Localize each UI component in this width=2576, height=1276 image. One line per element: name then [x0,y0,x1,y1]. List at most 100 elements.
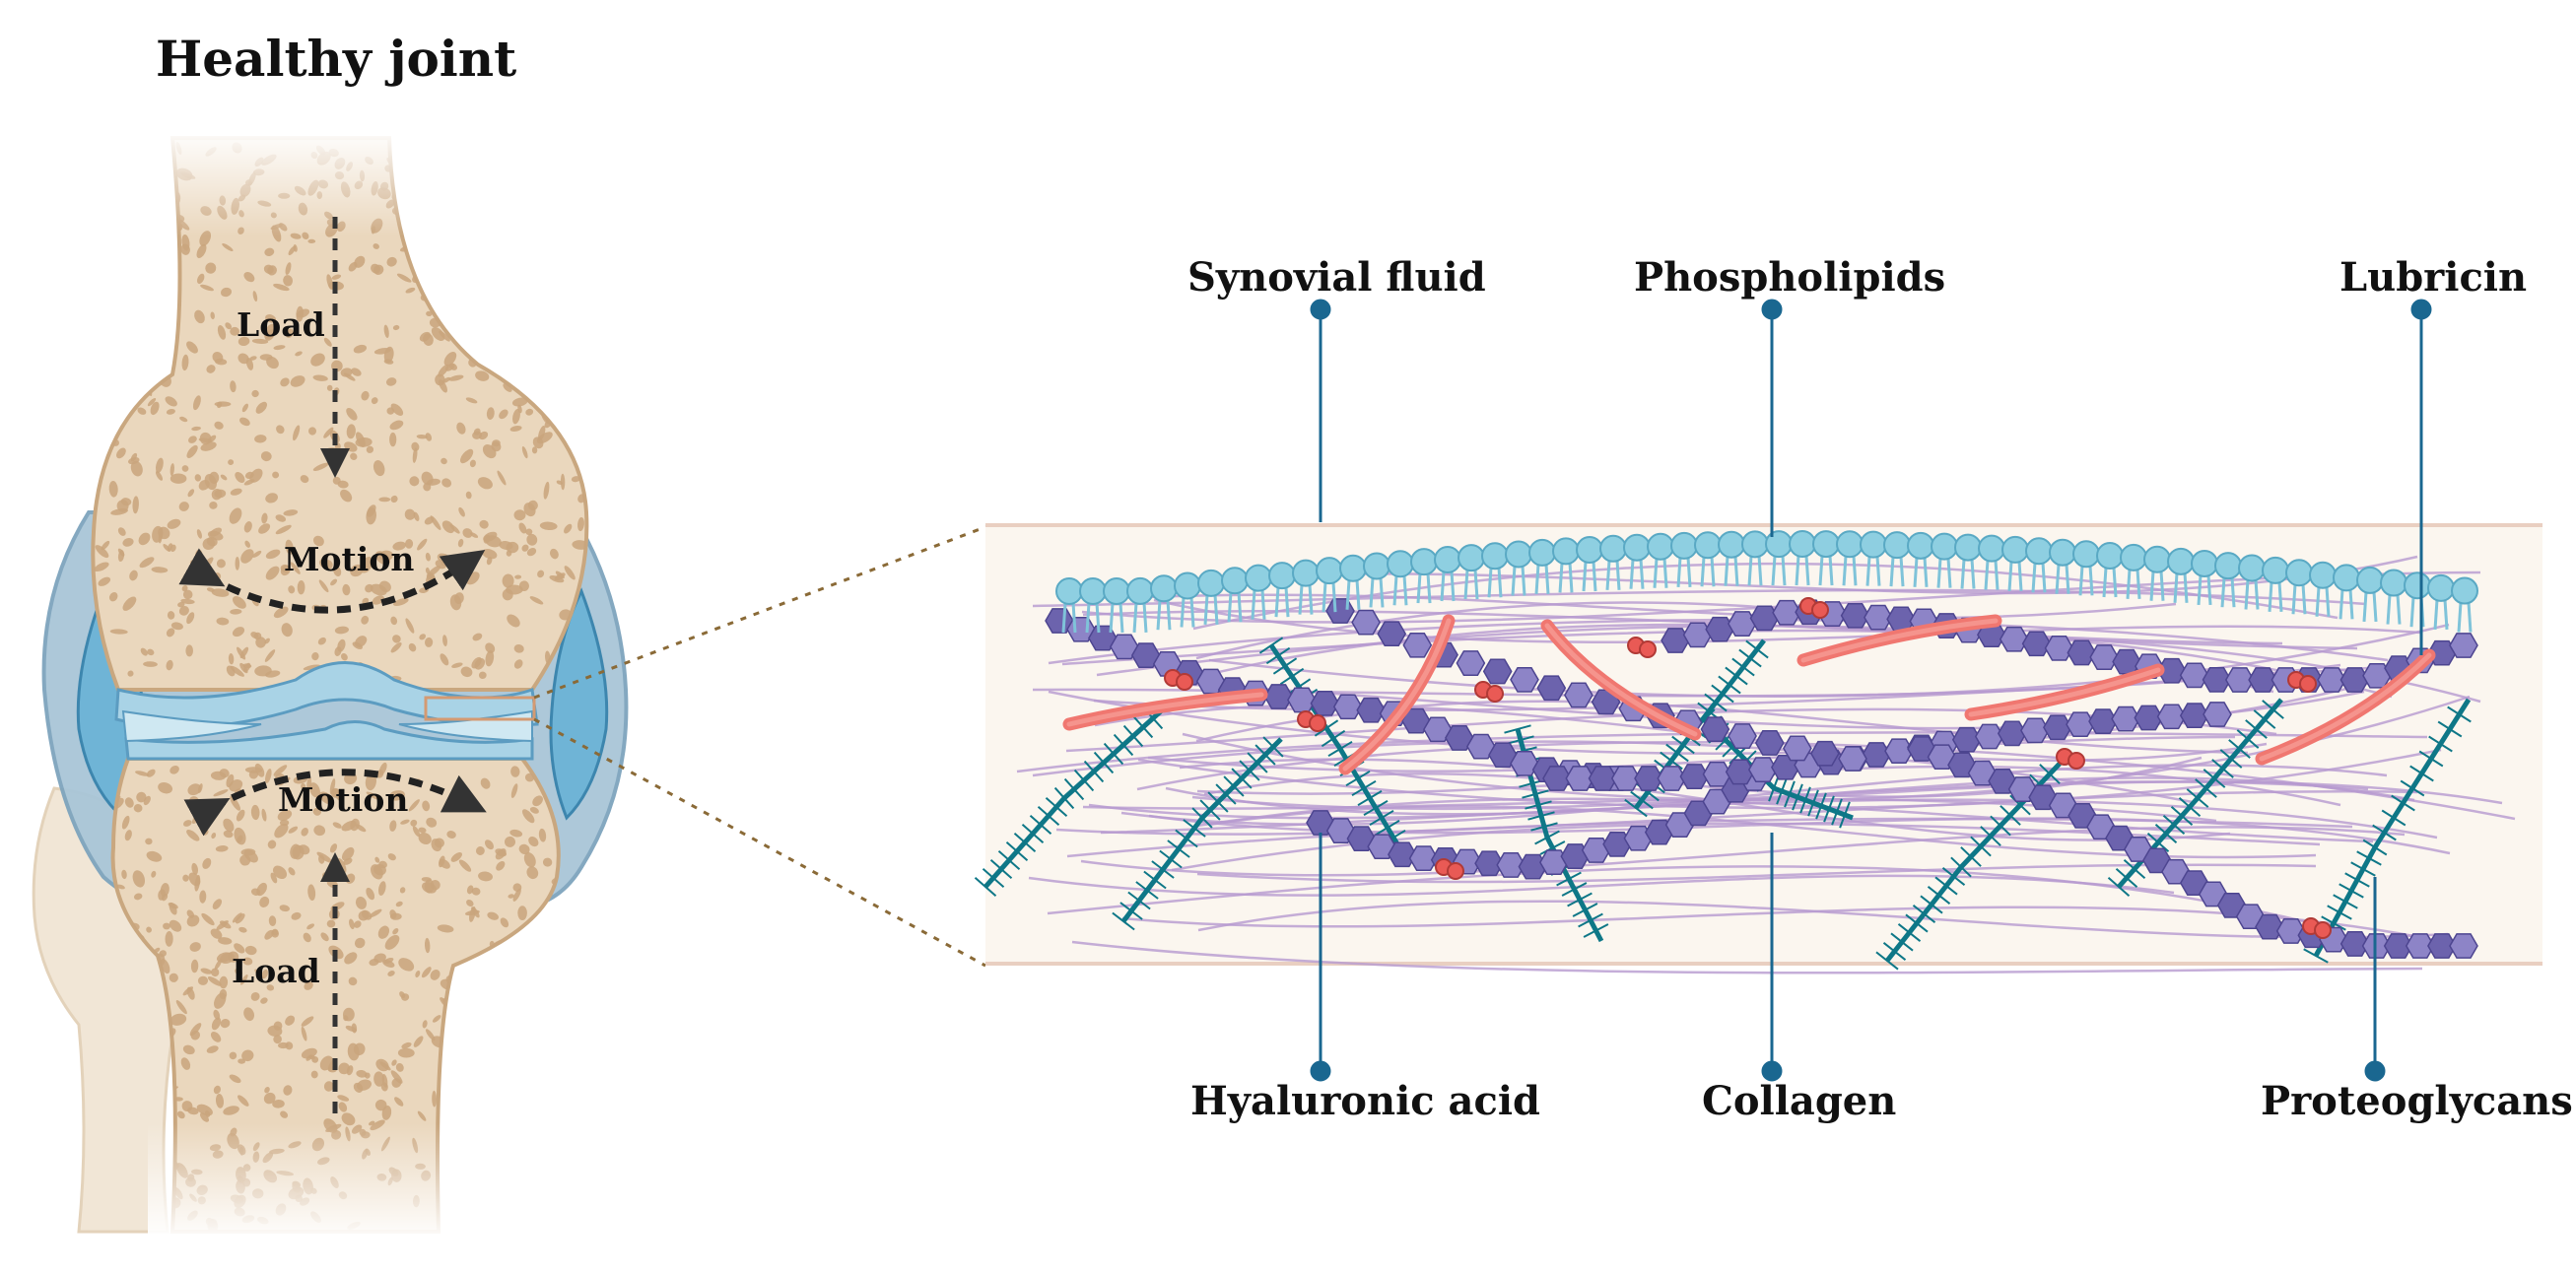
bone-pore [512,888,521,902]
phospholipid [1363,552,1390,608]
bone-pore [377,925,390,939]
bone-pore [341,1112,356,1126]
collagen-fiber [1071,940,2423,974]
bone-pore [305,1054,313,1061]
bone-pore [169,1013,187,1026]
bone-pore [472,221,482,232]
bone-pore [283,275,294,287]
bone-pore [220,474,228,481]
bone-pore [476,1127,484,1134]
bone-pore [478,671,487,680]
bone-pore [518,1190,532,1200]
bone-pore [236,913,245,924]
bone-pore [241,403,249,413]
label-collagen: Collagen [1702,1078,1897,1124]
bone-pore [116,447,126,459]
phospholipid [1954,533,1982,589]
bone-pore [472,431,483,439]
bone-pore [338,1102,348,1112]
bone-pore [525,1078,532,1091]
bone-pore [266,984,275,991]
bone-pore [106,408,118,417]
bone-pore [209,501,218,509]
bone-pore [496,860,506,871]
phospholipid [1576,536,1603,592]
phospholipid [1505,540,1532,596]
bone-pore [337,1095,350,1102]
motion-arrow-upper [178,548,486,614]
bone-pore [563,272,576,290]
bone-pore [494,202,500,212]
bone-pore [200,968,213,974]
bone-pore [556,316,567,330]
bone-pore [513,509,526,521]
bone-pore [160,883,169,897]
bone-pore [373,1071,385,1087]
label-proteoglycans: Proteoglycans [2261,1078,2573,1124]
bone-pore [348,976,358,986]
bone-pore [173,1097,183,1102]
bone-pore [405,618,415,634]
bone-pore [499,1112,509,1124]
bone-pore [350,452,358,460]
bone-pore [191,862,199,875]
bone-pore [545,650,551,665]
phospholipid [1410,548,1438,604]
phospholipid [2214,552,2242,608]
bone-pore [186,612,195,625]
bone-pore [471,907,480,918]
bone-pore [454,1044,464,1057]
bone-pore [326,274,334,290]
bone-pore [411,441,420,452]
bone-pore [486,407,495,420]
bone-pore [437,924,454,933]
bone-pore [292,425,301,441]
bone-pore [571,476,580,483]
bone-pore [252,291,258,302]
bone-pore [421,471,434,486]
bone-pore [273,345,286,351]
bone-pore [169,919,182,932]
bone-pore [201,912,215,926]
bone-pore [219,975,229,989]
bone-pore [165,396,177,407]
bone-pore [466,899,474,907]
bone-pore [127,670,134,677]
bone-pore [453,592,464,604]
bone-pore [212,899,223,909]
bone-pore [545,1088,559,1095]
label-synovial-fluid: Synovial fluid [1187,254,1486,301]
bone-pore [574,186,582,196]
bone-pore [465,1215,478,1224]
bone-pore [479,151,493,162]
bone-pore [95,545,109,559]
phospholipid [1316,557,1343,613]
bone-pore [272,1099,285,1108]
bone-pore [466,278,478,291]
bone-pore [129,570,138,581]
bone-pore [230,488,242,496]
bone-pore [521,231,528,242]
bone-pore [424,937,431,954]
bone-pore [159,950,167,958]
bone-pore [361,390,370,401]
bone-pore [135,217,147,229]
bone-pore [214,421,224,430]
bone-pore [521,809,535,824]
phospholipid [1197,569,1225,625]
bone-pore [272,471,280,479]
bone-pore [205,262,217,274]
bone-pore [554,192,564,199]
bone-pore [577,311,587,325]
bone-pore [442,635,447,646]
bone-pore [419,634,427,640]
bone-pore [521,446,528,459]
bone-pore [390,616,398,626]
bone-pore [270,872,278,884]
bone-pore [307,238,316,244]
bone-pore [239,854,251,866]
bone-pore [479,999,490,1007]
phospholipid [1931,532,1958,588]
bone-pore [475,257,483,263]
